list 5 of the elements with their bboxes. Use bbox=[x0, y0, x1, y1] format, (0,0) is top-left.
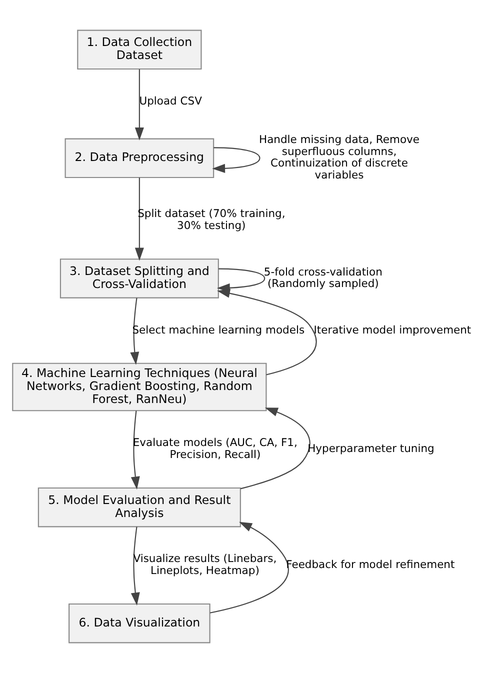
edge-label: Iterative model improvement bbox=[314, 323, 472, 336]
edge-label: Upload CSV bbox=[139, 94, 202, 108]
edge-label: 5-fold cross-validation (Randomly sampled) bbox=[264, 265, 382, 290]
edge-label: Handle missing data, Remove superfluous columns, Continuization of discrete variables bbox=[259, 133, 420, 182]
edge-label: Evaluate models (AUC, CA, F1, Precision, Recall) bbox=[132, 436, 298, 461]
